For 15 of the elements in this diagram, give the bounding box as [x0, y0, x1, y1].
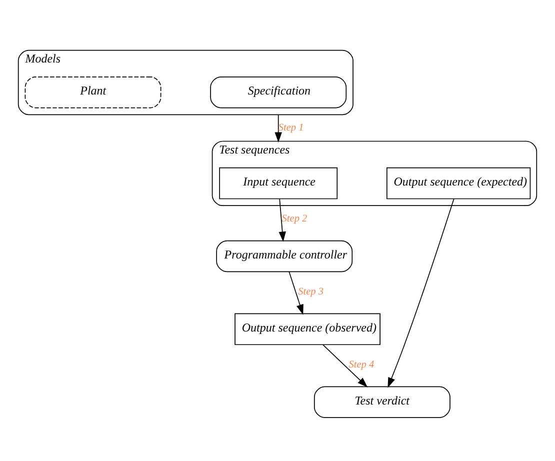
arrow	[274, 114, 282, 143]
arrow	[322, 344, 368, 388]
node-box: Specification	[210, 76, 347, 108]
node-box: Test verdict	[314, 386, 450, 418]
node-box: Output sequence (expected)	[386, 167, 531, 200]
arrow	[278, 198, 286, 242]
edge-label: Step 3	[298, 286, 324, 298]
node-box: Programmable controller	[216, 240, 353, 272]
node-box: Output sequence (observed)	[234, 313, 380, 346]
arrow	[288, 271, 304, 315]
arrow	[388, 198, 454, 388]
node-box: Input sequence	[219, 167, 338, 200]
edge-label: Step 2	[282, 214, 308, 225]
node-box: Plant	[24, 76, 162, 108]
edge-label: Step 4	[348, 359, 374, 370]
